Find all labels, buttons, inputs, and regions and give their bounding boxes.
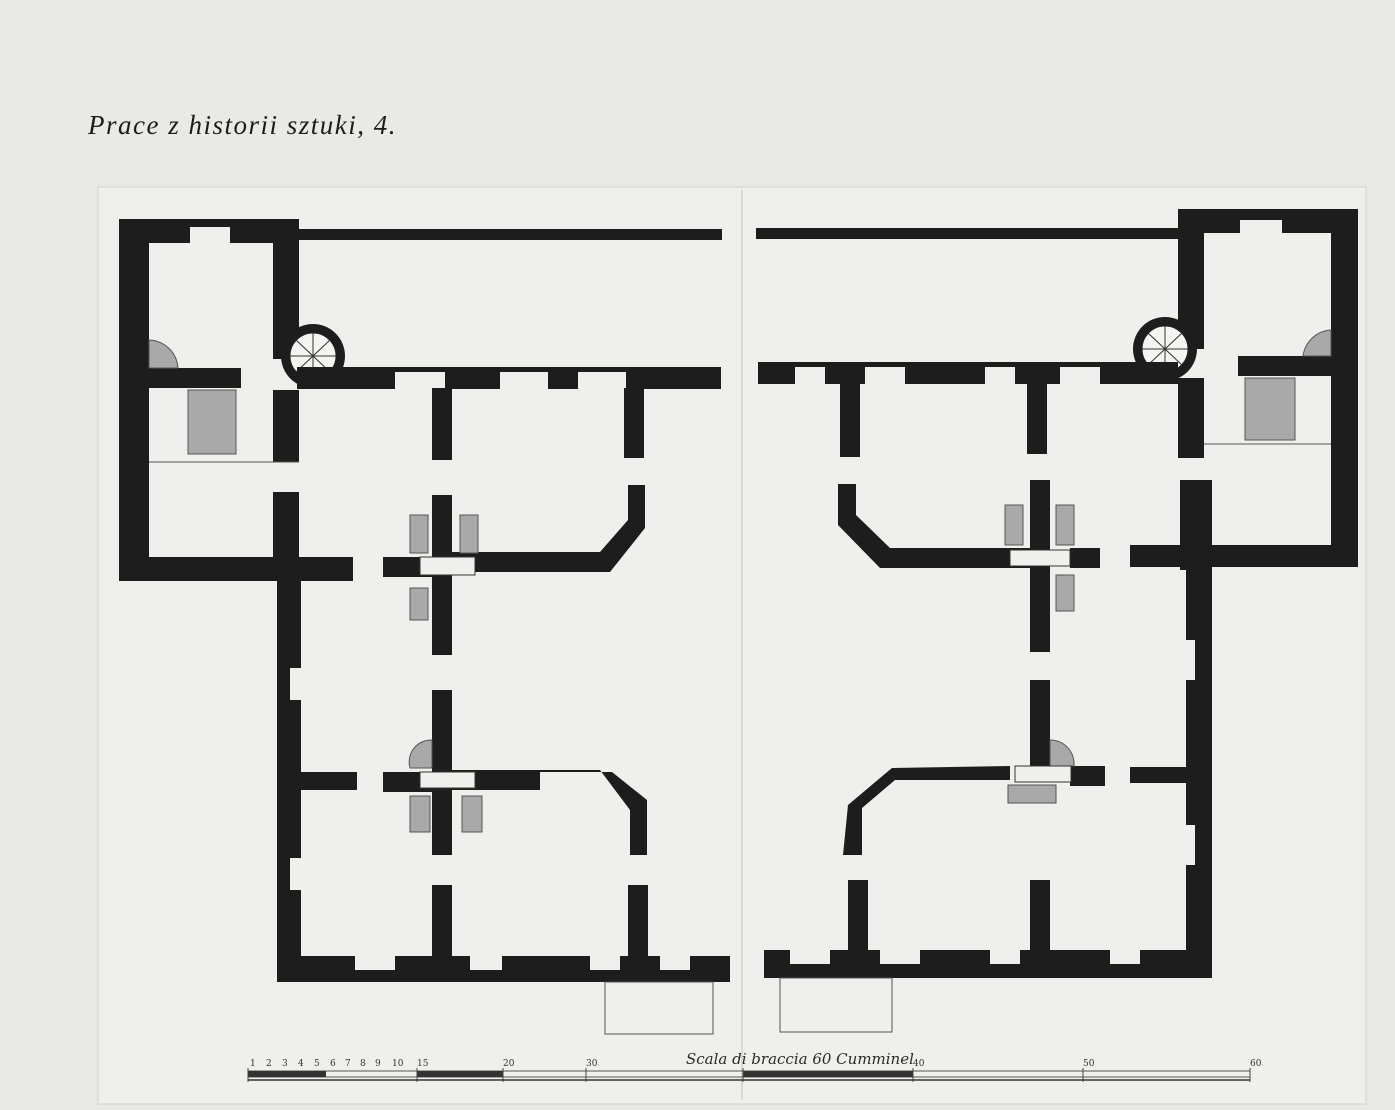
scale-tick-label: 3 (282, 1059, 288, 1069)
right-south-wall (764, 950, 1212, 978)
scale-tick-label: 6 (330, 1059, 336, 1069)
scale-tick-label: 1 (250, 1059, 256, 1069)
scale-tick-label: 20 (503, 1059, 515, 1069)
left-courtyard-wall (297, 229, 722, 240)
left-entrance-step (604, 981, 714, 1035)
left-tower-wall-south (119, 557, 353, 581)
scale-tick-label: 4 (298, 1059, 304, 1069)
scale-tick-label: 10 (392, 1059, 404, 1069)
scale-tick-label: 60 (1250, 1059, 1262, 1069)
left-tower-wall-west (119, 219, 149, 581)
right-tower-wall-south (1130, 545, 1358, 567)
scale-tick-label: 7 (345, 1059, 351, 1069)
right-entrance-step (779, 977, 893, 1033)
page-title: Prace z historii sztuki, 4. (88, 110, 397, 140)
right-wing (756, 209, 1358, 978)
right-tower-wall-east (1331, 209, 1358, 564)
scale-tick-label: 30 (586, 1059, 598, 1069)
scale-caption: Scala di braccia 60 Cumminel (686, 1050, 914, 1068)
scale-tick-label: 50 (1083, 1059, 1095, 1069)
right-courtyard-wall (756, 228, 1181, 239)
scale-tick-label: 2 (266, 1059, 272, 1069)
right-east-wall (1186, 480, 1212, 975)
scale-tick-label: 5 (314, 1059, 320, 1069)
left-south-wall (277, 956, 730, 982)
scale-tick-label: 15 (417, 1059, 429, 1069)
scale-tick-label: 9 (375, 1059, 381, 1069)
left-wing (119, 219, 730, 982)
scale-tick-label: 8 (360, 1059, 366, 1069)
left-west-wall (277, 575, 301, 980)
scale-tick-label: 40 (913, 1059, 925, 1069)
